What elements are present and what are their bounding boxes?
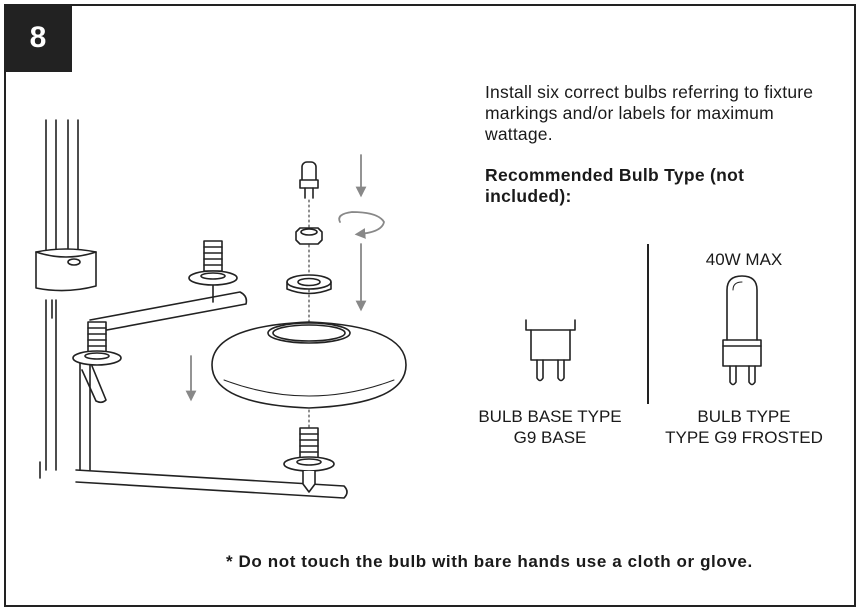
glass-shade xyxy=(211,321,407,409)
install-instructions: Install six correct bulbs referring to f… xyxy=(485,82,814,144)
bulb-base-label-line1: BULB BASE TYPE xyxy=(478,407,622,426)
arrows xyxy=(185,154,385,402)
bulb-type-label: BULB TYPE TYPE G9 FROSTED xyxy=(650,406,838,448)
bulb-g9-frosted-illustration xyxy=(722,275,762,386)
fixture-body xyxy=(35,119,348,499)
bulb-type-label-line2: TYPE G9 FROSTED xyxy=(665,428,823,447)
diagram-frame xyxy=(4,4,856,607)
nut xyxy=(295,227,323,245)
bulb-base-label-line2: G9 BASE xyxy=(513,428,587,447)
handling-warning: * Do not touch the bulb with bare hands … xyxy=(226,552,753,571)
bulb-base-illustration xyxy=(525,319,576,382)
bulb-base-label: BULB BASE TYPE G9 BASE xyxy=(460,406,640,448)
recommended-bulb-heading: Recommended Bulb Type (not included): xyxy=(485,165,745,206)
bulb-small xyxy=(299,161,319,199)
socket-lower xyxy=(283,427,335,493)
socket-upper xyxy=(188,240,238,303)
step-number-badge: 8 xyxy=(4,4,72,72)
max-wattage-label: 40W MAX xyxy=(705,250,783,269)
bulb-divider xyxy=(647,244,649,404)
socket-left xyxy=(72,321,122,366)
bulb-type-label-line1: BULB TYPE xyxy=(697,407,791,426)
washer xyxy=(286,274,332,295)
